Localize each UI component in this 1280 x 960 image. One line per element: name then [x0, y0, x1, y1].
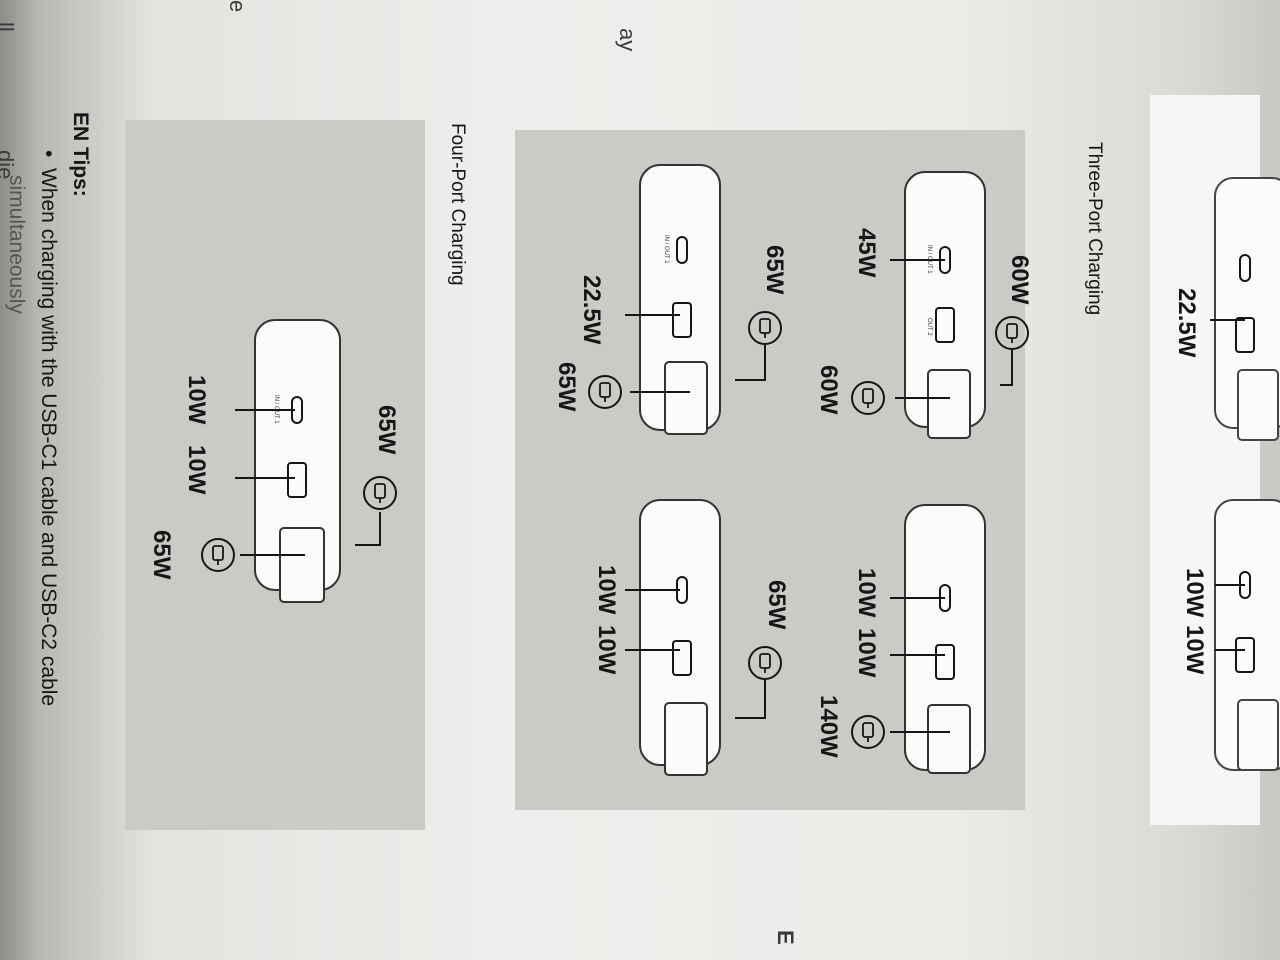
power-label: 10W [183, 375, 210, 425]
power-label: 45W [853, 228, 880, 278]
device-3p-3 [588, 164, 782, 435]
power-label: 10W [183, 445, 210, 495]
tips-bullet: When charging with the USB-C1 cable and … [37, 168, 60, 707]
device-3p-1 [851, 171, 1029, 439]
device-4p [201, 319, 397, 603]
power-label: 65W [373, 405, 400, 455]
power-label: 65W [763, 580, 790, 630]
power-label: 10W [1181, 625, 1208, 675]
power-label: 60W [1006, 255, 1033, 305]
strip-device-b [1214, 499, 1280, 771]
power-label: 10W [593, 625, 620, 675]
tips-heading: EN Tips: [69, 112, 92, 197]
power-label: 65W [148, 530, 175, 580]
power-label: 22.5W [1173, 288, 1200, 358]
power-label: 60W [815, 365, 842, 415]
strip-device-a [1210, 177, 1280, 441]
power-label: 10W [853, 568, 880, 618]
port-label: OUT 2 [926, 318, 932, 336]
power-label: 140W [815, 695, 842, 758]
port-label: IN / OUT 1 [273, 395, 279, 424]
power-label: 10W [593, 565, 620, 615]
tips-bullet-mark: • [37, 150, 60, 158]
power-label: 65W [761, 245, 788, 295]
port-label: IN / OUT 1 [926, 245, 932, 274]
tips-line-2: simultaneously [5, 175, 28, 314]
power-label: 10W [1181, 568, 1208, 618]
device-3p-2 [851, 504, 986, 774]
power-label: 65W [553, 362, 580, 412]
port-label: IN / OUT 1 [663, 235, 669, 264]
device-3p-4 [625, 499, 782, 776]
power-label: 22.5W [578, 275, 605, 345]
power-label: 10W [853, 628, 880, 678]
